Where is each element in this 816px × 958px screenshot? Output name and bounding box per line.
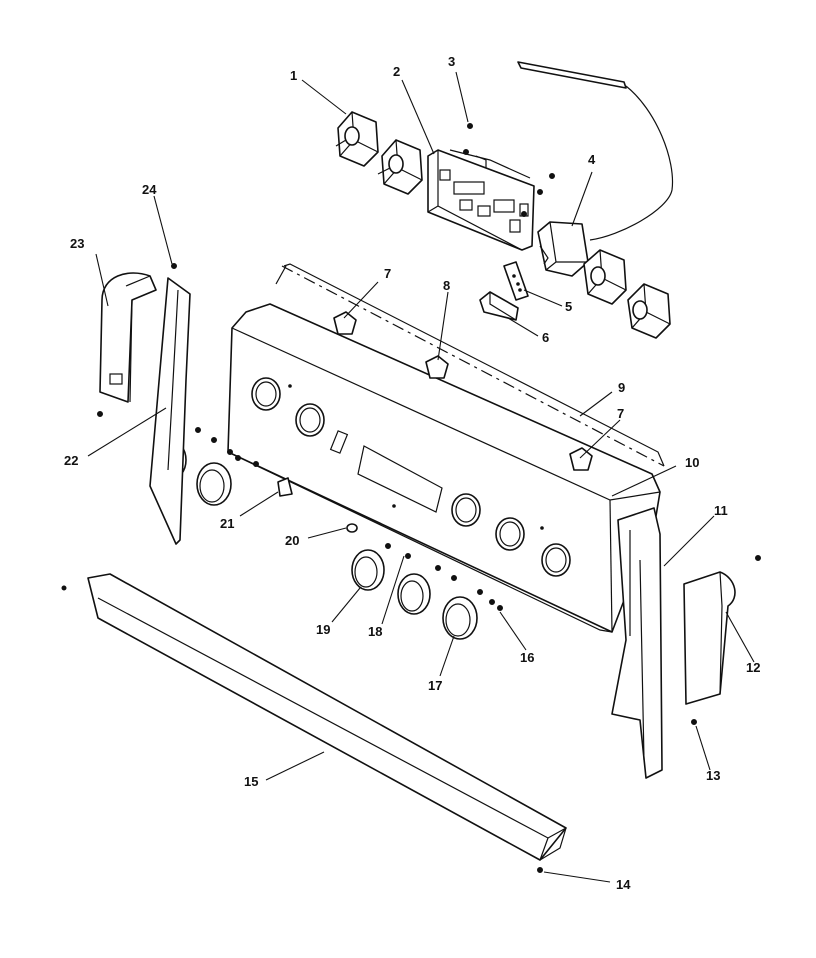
callout-2: 2 (393, 64, 400, 79)
end-cap-right (683, 555, 761, 725)
rear-trim-support (275, 263, 665, 467)
callout-1: 1 (290, 68, 297, 83)
callout-11: 11 (714, 503, 728, 518)
callout-21: 21 (220, 516, 234, 531)
screw-3 (463, 123, 555, 179)
knob-screws (195, 427, 503, 611)
callout-19: 19 (316, 622, 330, 637)
panel-clips (333, 311, 593, 471)
callout-15: 15 (244, 774, 258, 789)
callout-14: 14 (616, 877, 631, 892)
oven-selector-switch (537, 221, 589, 277)
infinite-switch-right-front (627, 283, 671, 339)
callout-6: 6 (542, 330, 549, 345)
callout-5: 5 (565, 299, 572, 314)
side-bracket-left (149, 263, 191, 545)
infinite-switch-right-rear (583, 249, 627, 305)
knob-middle (397, 573, 431, 615)
bottom-trim (61, 573, 567, 873)
callout-22: 22 (64, 453, 78, 468)
callout-4: 4 (588, 152, 596, 167)
indicator-light-lens (479, 291, 519, 321)
infinite-switch-left-rear (335, 111, 379, 167)
callout-7-right: 7 (617, 406, 624, 421)
knob-left-lower (196, 462, 232, 506)
callout-18: 18 (368, 624, 382, 639)
callout-24: 24 (142, 182, 157, 197)
indicator-light-plate (503, 261, 529, 301)
knob-17 (442, 596, 478, 640)
panel-knob-holes (251, 377, 571, 577)
knobs (153, 439, 478, 640)
callout-7-left: 7 (384, 266, 391, 281)
callout-16: 16 (520, 650, 534, 665)
backguard-panel (227, 303, 661, 633)
clip-21 (277, 477, 293, 497)
infinite-switch-left-front (377, 139, 423, 195)
callout-3: 3 (448, 54, 455, 69)
callout-13: 13 (706, 768, 720, 783)
callout-17: 17 (428, 678, 442, 693)
callout-20: 20 (285, 533, 299, 548)
callout-10: 10 (685, 455, 699, 470)
bushing-20 (346, 523, 358, 533)
leader-lines (87, 71, 755, 883)
knob-19 (351, 549, 385, 591)
oven-control-wire (517, 61, 674, 241)
callout-12: 12 (746, 660, 760, 675)
callout-23: 23 (70, 236, 84, 251)
side-bracket-right (611, 507, 663, 779)
callout-labels: 1 2 3 4 5 6 7 8 9 7 10 11 12 13 14 15 16… (64, 54, 760, 892)
end-cap-left (97, 272, 157, 417)
callout-9: 9 (618, 380, 625, 395)
clock-timer-module (427, 149, 543, 251)
callout-8: 8 (443, 278, 450, 293)
